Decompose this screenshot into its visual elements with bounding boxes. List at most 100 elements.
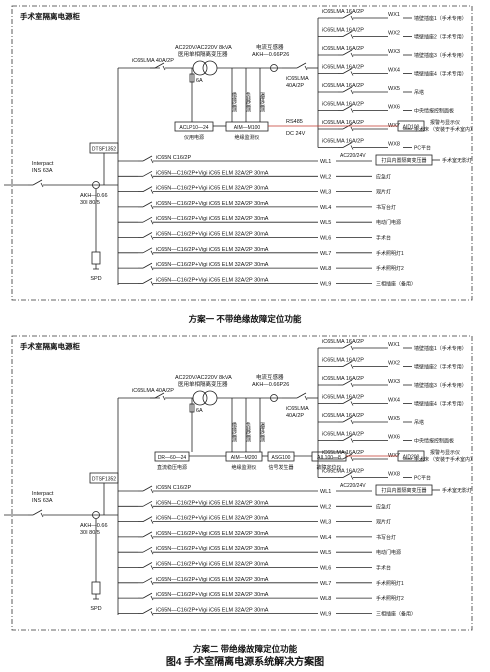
wl-breaker-contact	[150, 580, 154, 585]
ct-label: 电流互感器	[256, 43, 284, 51]
lamp-transformer-rating: AC220/24V	[340, 153, 366, 159]
wl-breaker-contact	[150, 265, 154, 271]
wl-load: 手术照明灯1	[376, 250, 404, 257]
wl-breaker-blade	[142, 500, 153, 507]
wx-breaker-blade	[342, 379, 353, 386]
sub-mcb-label: iC65LMA	[286, 406, 309, 412]
wx-breaker-blade	[342, 361, 353, 367]
wl-breaker-contact	[150, 611, 154, 616]
wx-load: 中央情报控制面板	[414, 108, 454, 115]
wx-breaker-contact	[350, 89, 354, 95]
monitor-label: 负载监测	[245, 421, 251, 443]
wl-breaker-contact	[150, 595, 154, 601]
wl-breaker-blade	[142, 608, 153, 614]
main-mcb-blade	[154, 62, 165, 69]
main-mcb-contact	[162, 395, 166, 401]
wl-load: 电动门电源	[376, 219, 401, 226]
akh-model: AKH—0.66	[80, 193, 108, 199]
wx-id: WX2	[388, 31, 400, 37]
wl-breaker-contact	[150, 158, 154, 164]
akh-ratio: 30I 80/5	[80, 200, 100, 206]
wx-breaker-contact	[350, 438, 354, 443]
aid-label: AID200	[403, 455, 420, 461]
akh-model: AKH—0.66	[80, 523, 108, 529]
interpact-switch-contact	[40, 512, 44, 518]
wl-breaker-blade	[142, 485, 153, 492]
wl-breaker-blade	[142, 262, 153, 269]
wl-id: WL7	[320, 251, 331, 257]
sub-mcb-rating: 40A/2P	[286, 413, 304, 419]
wl-load: 应急灯	[376, 503, 391, 510]
transformer-rating: AC220V/AC220V 8kVA	[175, 45, 232, 51]
main-mcb-blade	[154, 392, 165, 399]
wl-breaker-blade	[142, 562, 153, 568]
dr-label: DR—60—24	[158, 455, 187, 461]
transformer-secondary	[202, 390, 218, 406]
wl-id: WL4	[320, 205, 331, 211]
wx-id: WX8	[388, 472, 400, 478]
wl-load: 手术照明灯1	[376, 580, 404, 587]
sub-mcb-label: iC65LMA	[286, 76, 309, 82]
wl-load: 书写台灯	[376, 534, 396, 541]
transformer-primary	[192, 390, 208, 406]
ct-coil	[270, 64, 278, 72]
wl-breaker-label: iC65N—C16/2P+Vigi iC65 ELM 32A/2P 30mA	[156, 577, 269, 583]
wx-id: WX5	[388, 416, 400, 422]
ail-box	[311, 451, 347, 462]
wx-id: WX5	[388, 86, 400, 92]
wx-breaker-blade	[342, 105, 353, 111]
alarm-label: 报警与显示仪	[430, 119, 460, 126]
interpact-label: Interpact	[32, 161, 54, 167]
wl-breaker-label: iC65N—C16/2P+Vigi iC65 ELM 32A/2P 30mA	[156, 201, 269, 207]
wx-id: WX3	[388, 379, 400, 385]
wx-load: 墙壁插座2（手术专用）	[414, 364, 467, 371]
wx-load: 墙壁插座2（手术专用）	[414, 34, 467, 41]
wx-load: PC平台	[414, 475, 431, 482]
wl-breaker-label: iC65N C16/2P	[156, 155, 191, 161]
wx-id: WX2	[388, 361, 400, 367]
wx-breaker-label: iC65LMA 16A/2P	[322, 102, 364, 108]
sub-mcb-contact	[304, 65, 308, 71]
wl-breaker-label: iC65N—C16/2P+Vigi iC65 ELM 32A/2P 30mA	[156, 277, 269, 283]
wl-load: 观片灯	[376, 189, 391, 196]
wl-breaker-contact	[150, 519, 154, 524]
figure-caption: 图4 手术室隔离电源系统解决方案图	[166, 655, 324, 668]
cabinet-frame	[11, 335, 473, 631]
wx-breaker-blade	[342, 416, 353, 423]
wx-load: 墙壁插座3（手术专用）	[414, 52, 467, 59]
wx-breaker-blade	[342, 435, 353, 441]
wl-load: 观片灯	[376, 519, 391, 526]
wx-id: WX4	[388, 68, 400, 74]
wx-breaker-contact	[350, 382, 354, 388]
surgical-lamp-label: 手术室无影灯	[442, 487, 472, 494]
wl-id: WL1	[320, 159, 331, 165]
wl-id: WL8	[320, 596, 331, 602]
wx-load: 中央情报控制面板	[414, 438, 454, 445]
monitor-label: 绝缘监测	[231, 421, 237, 443]
akh-ct-coil	[92, 511, 100, 519]
wl-id: WL4	[320, 535, 331, 541]
wx-breaker-label: iC65LMA 16A/2P	[322, 432, 364, 438]
wl-breaker-blade	[142, 577, 153, 584]
fuse-label: 6A	[196, 408, 203, 414]
monitor-label: 负载监测	[245, 91, 251, 113]
transformer-type: 医用单相隔离变压器	[178, 50, 228, 58]
wx-id: WX8	[388, 142, 400, 148]
wl-breaker-contact	[150, 281, 154, 286]
ct-model: AKH—0.66P26	[252, 52, 289, 58]
wx-load: 墙壁插座3（手术专用）	[414, 382, 467, 389]
wl-id: WL9	[320, 611, 331, 617]
wl-breaker-contact	[150, 565, 154, 570]
wx-breaker-label: iC65LMA 16A/2P	[322, 65, 364, 71]
main-mcb-label: iC65LMA 40A/2P	[132, 388, 174, 394]
aclp-box	[174, 121, 214, 132]
wl-load: 手术台	[376, 565, 391, 572]
wx-load: 墙壁插座1（手术专用）	[414, 345, 467, 352]
aim-sub: 绝缘监测仪	[234, 134, 259, 141]
lamp-transformer-label: 打具内置隔离变压器	[381, 487, 426, 494]
wl-load: 手术照明灯2	[376, 595, 404, 602]
wx-breaker-blade	[342, 68, 353, 74]
wx-id: WX6	[388, 435, 400, 441]
